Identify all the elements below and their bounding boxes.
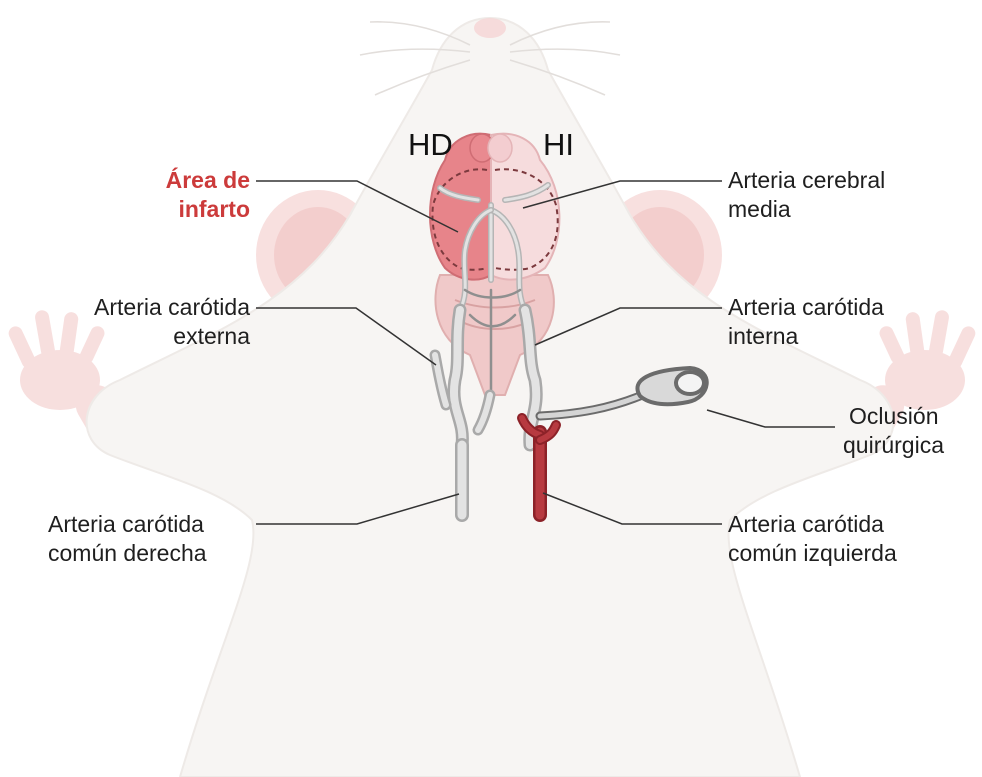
label-left-hemisphere: HI xyxy=(543,128,574,162)
label-external-carotid: Arteria carótida externa xyxy=(30,293,250,351)
label-infarct-area: Área de infarto xyxy=(110,166,250,224)
nose xyxy=(474,18,506,38)
label-right-hemisphere: HD xyxy=(408,128,453,162)
label-surgical-occlusion: Oclusión quirúrgica xyxy=(843,402,944,460)
label-middle-cerebral-artery: Arteria cerebral media xyxy=(728,166,885,224)
label-left-common-carotid: Arteria carótida común izquierda xyxy=(728,510,897,568)
label-right-common-carotid: Arteria carótida común derecha xyxy=(48,510,207,568)
label-internal-carotid: Arteria carótida interna xyxy=(728,293,884,351)
